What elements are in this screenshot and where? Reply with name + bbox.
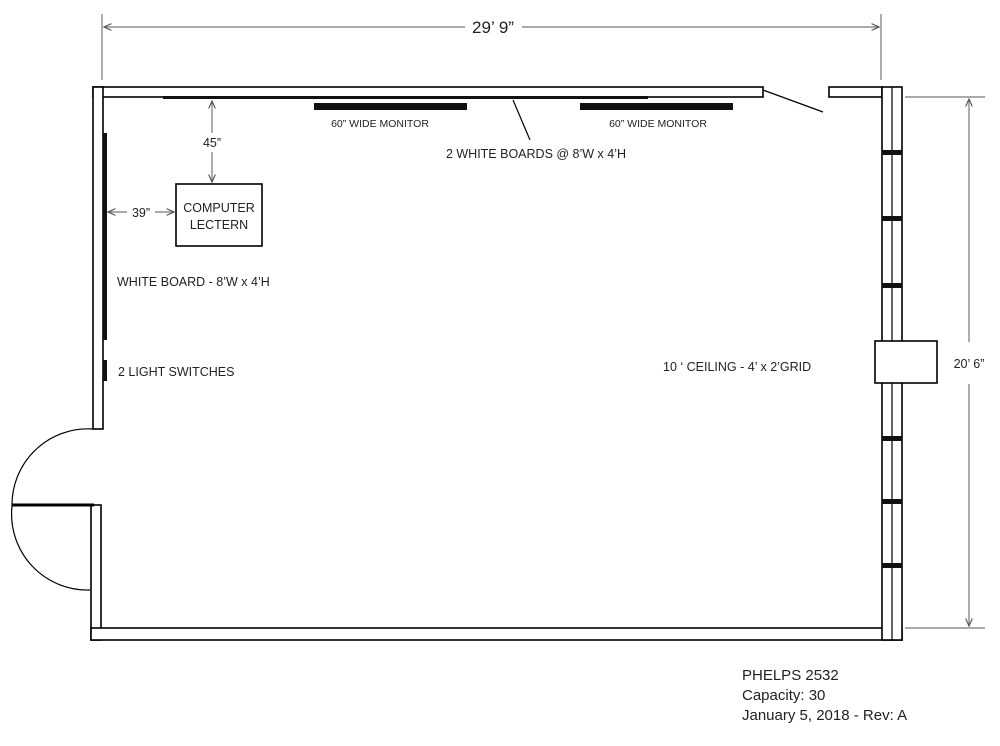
room-name: PHELPS 2532 — [742, 667, 839, 684]
side-whiteboard: WHITE BOARD - 8’W x 4’H — [103, 133, 270, 340]
monitor-left — [314, 103, 467, 110]
top-right-door — [762, 89, 824, 113]
lectern-distance-left: 39” — [108, 206, 174, 220]
bottom-wall — [90, 627, 903, 641]
top-whiteboards: 60” WIDE MONITOR 60” WIDE MONITOR 2 WHIT… — [163, 96, 733, 161]
top-wall — [92, 86, 764, 98]
side-whiteboard-strip — [103, 133, 107, 340]
window-mullion — [882, 499, 902, 504]
side-whiteboard-label: WHITE BOARD - 8’W x 4’H — [117, 275, 270, 289]
lectern-distance-top: 45” — [203, 101, 221, 182]
top-whiteboard-strip — [163, 96, 648, 99]
left-door — [10, 428, 94, 591]
lectern-box — [175, 183, 263, 247]
window-mullion — [882, 563, 902, 568]
revision-date: January 5, 2018 - Rev: A — [742, 707, 908, 724]
height-dimension: 20’ 6” — [905, 96, 985, 629]
monitor-right-label: 60” WIDE MONITOR — [609, 118, 707, 130]
lectern-label-line1: COMPUTER — [183, 201, 255, 215]
door-swing-arc — [10, 428, 94, 591]
light-switches-label: 2 LIGHT SWITCHES — [118, 365, 234, 379]
distance-left-label: 39” — [132, 206, 150, 220]
ceiling-note: 10 ‘ CEILING - 4’ x 2’GRID — [663, 360, 811, 374]
monitor-left-label: 60” WIDE MONITOR — [331, 118, 429, 130]
whiteboards-top-label: 2 WHITE BOARDS @ 8’W x 4’H — [446, 147, 626, 161]
width-dimension: 29’ 9” — [101, 14, 882, 80]
light-switch-mark — [103, 360, 107, 381]
window-mullion — [882, 436, 902, 441]
computer-lectern: COMPUTER LECTERN — [175, 183, 263, 247]
window-mullion — [882, 150, 902, 155]
title-block: PHELPS 2532 Capacity: 30 January 5, 2018… — [742, 666, 992, 726]
top-wall-stub — [828, 86, 883, 98]
width-dimension-label: 29’ 9” — [472, 18, 514, 37]
distance-top-label: 45” — [203, 136, 221, 150]
height-dimension-label: 20’ 6” — [954, 357, 985, 371]
room-capacity: Capacity: 30 — [742, 687, 826, 704]
window-mullion — [882, 216, 902, 221]
left-wall-upper — [92, 86, 104, 430]
light-switches: 2 LIGHT SWITCHES — [103, 360, 234, 381]
wall-column — [874, 340, 938, 384]
monitor-right — [580, 103, 733, 110]
whiteboards-leader-line — [512, 99, 531, 141]
left-wall-lower — [90, 504, 102, 641]
window-mullion — [882, 283, 902, 288]
lectern-label-line2: LECTERN — [190, 218, 248, 232]
